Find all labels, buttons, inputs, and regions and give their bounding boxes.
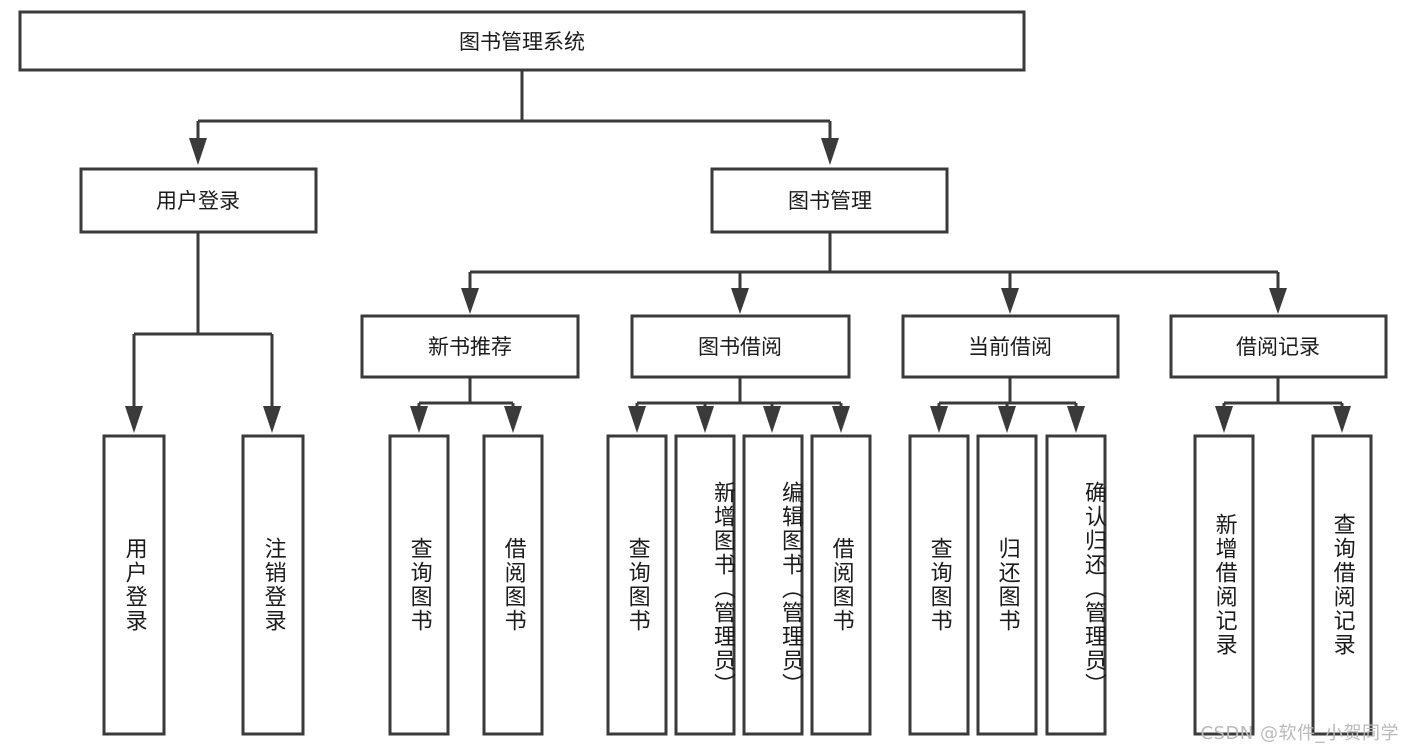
node-root[interactable]: 图书管理系统 bbox=[18, 10, 1026, 72]
connector-group-user-login bbox=[125, 232, 281, 433]
arrow-to-leaf-add-book bbox=[696, 406, 714, 433]
node-book-manage[interactable]: 图书管理 bbox=[710, 167, 949, 234]
arrow-to-new-book-recommend bbox=[461, 288, 479, 314]
arrow-to-leaf-query-record bbox=[1333, 406, 1351, 433]
arrow-to-leaf-query-book-1 bbox=[410, 406, 428, 433]
arrow-to-leaf-add-record bbox=[1215, 406, 1233, 433]
connector-group-current-borrow bbox=[930, 377, 1085, 433]
node-current-borrow[interactable]: 当前借阅 bbox=[901, 314, 1120, 379]
node-book-borrow-label: 图书借阅 bbox=[698, 335, 782, 359]
leaf-user-login-label: 用户登录 bbox=[121, 537, 147, 633]
arrow-to-current-borrow bbox=[1001, 288, 1019, 314]
arrow-to-leaf-query-book-3 bbox=[930, 406, 948, 433]
csdn-watermark: CSDN @软件_小贺同学 bbox=[1200, 723, 1399, 744]
arrow-to-user-login bbox=[189, 138, 207, 165]
arrow-to-borrow-record bbox=[1269, 288, 1287, 314]
leaf-add-record-label: 新增借阅记录 bbox=[1211, 513, 1237, 657]
node-book-borrow-box[interactable] bbox=[630, 314, 851, 379]
node-borrow-record-box[interactable] bbox=[1169, 314, 1388, 379]
leaf-borrow-book-2-box[interactable] bbox=[810, 434, 872, 736]
leaf-query-record-box[interactable] bbox=[1311, 434, 1373, 736]
leaf-user-logout-label: 注销登录 bbox=[260, 537, 286, 633]
connector-group-root bbox=[189, 70, 839, 165]
node-root-box[interactable] bbox=[18, 10, 1026, 72]
leaf-add-book-box[interactable] bbox=[674, 434, 736, 736]
arrow-to-leaf-borrow-book-2 bbox=[832, 406, 850, 433]
node-user-login-label: 用户登录 bbox=[156, 189, 240, 213]
arrow-to-leaf-confirm-return bbox=[1067, 406, 1085, 433]
leaf-confirm-return-box[interactable] bbox=[1045, 434, 1107, 736]
leaf-query-record-label: 查询借阅记录 bbox=[1329, 513, 1355, 657]
node-book-manage-label: 图书管理 bbox=[788, 189, 872, 213]
leaf-query-book-3-label: 查询图书 bbox=[926, 537, 952, 633]
arrow-to-book-borrow bbox=[731, 288, 749, 314]
node-book-manage-box[interactable] bbox=[710, 167, 949, 234]
connector-group-borrow-record bbox=[1215, 377, 1351, 433]
node-book-borrow[interactable]: 图书借阅 bbox=[630, 314, 851, 379]
leaf-query-book-1-box[interactable] bbox=[388, 434, 450, 736]
connector-group-book-manage bbox=[461, 232, 1287, 314]
arrow-to-leaf-user-login bbox=[125, 406, 143, 433]
leaf-borrow-book-1-label: 借阅图书 bbox=[500, 537, 526, 633]
node-user-login[interactable]: 用户登录 bbox=[79, 167, 318, 234]
arrow-to-leaf-user-logout bbox=[263, 406, 281, 433]
leaf-borrow-book-2-label: 借阅图书 bbox=[828, 537, 854, 633]
node-root-label: 图书管理系统 bbox=[459, 30, 585, 54]
leaf-edit-book-box[interactable] bbox=[742, 434, 804, 736]
leaf-return-book-box[interactable] bbox=[976, 434, 1038, 736]
leaf-return-book-label: 归还图书 bbox=[994, 537, 1020, 633]
leaf-confirm-return-label: 确认归还（管理员） bbox=[1081, 481, 1106, 697]
leaf-add-record-box[interactable] bbox=[1193, 434, 1255, 736]
leaf-query-book-3-box[interactable] bbox=[908, 434, 970, 736]
node-new-book-recommend-box[interactable] bbox=[360, 314, 580, 379]
node-new-book-recommend-label: 新书推荐 bbox=[428, 335, 512, 359]
connector-group-book-borrow bbox=[628, 377, 850, 433]
leaf-user-login-box[interactable] bbox=[102, 434, 166, 736]
arrow-to-leaf-return-book bbox=[998, 406, 1016, 433]
arrow-to-leaf-edit-book bbox=[763, 406, 781, 433]
leaf-query-book-2-box[interactable] bbox=[606, 434, 668, 736]
leaf-edit-book-label: 编辑图书（管理员） bbox=[778, 481, 803, 697]
leaf-boxes bbox=[102, 434, 1373, 736]
node-borrow-record[interactable]: 借阅记录 bbox=[1169, 314, 1388, 379]
leaf-add-book-label: 新增图书（管理员） bbox=[710, 481, 735, 697]
node-current-borrow-box[interactable] bbox=[901, 314, 1120, 379]
connector-group-new-book-recommend bbox=[410, 377, 522, 433]
node-new-book-recommend[interactable]: 新书推荐 bbox=[360, 314, 580, 379]
arrow-to-leaf-query-book-2 bbox=[628, 406, 646, 433]
arrow-to-leaf-borrow-book-1 bbox=[504, 406, 522, 433]
leaf-user-logout-box[interactable] bbox=[241, 434, 305, 736]
node-user-login-box[interactable] bbox=[79, 167, 318, 234]
leaf-query-book-2-label: 查询图书 bbox=[624, 537, 650, 633]
leaf-borrow-book-1-box[interactable] bbox=[482, 434, 544, 736]
node-current-borrow-label: 当前借阅 bbox=[968, 335, 1052, 359]
node-borrow-record-label: 借阅记录 bbox=[1236, 335, 1320, 359]
arrow-to-book-manage bbox=[821, 138, 839, 165]
leaf-query-book-1-label: 查询图书 bbox=[406, 537, 432, 633]
